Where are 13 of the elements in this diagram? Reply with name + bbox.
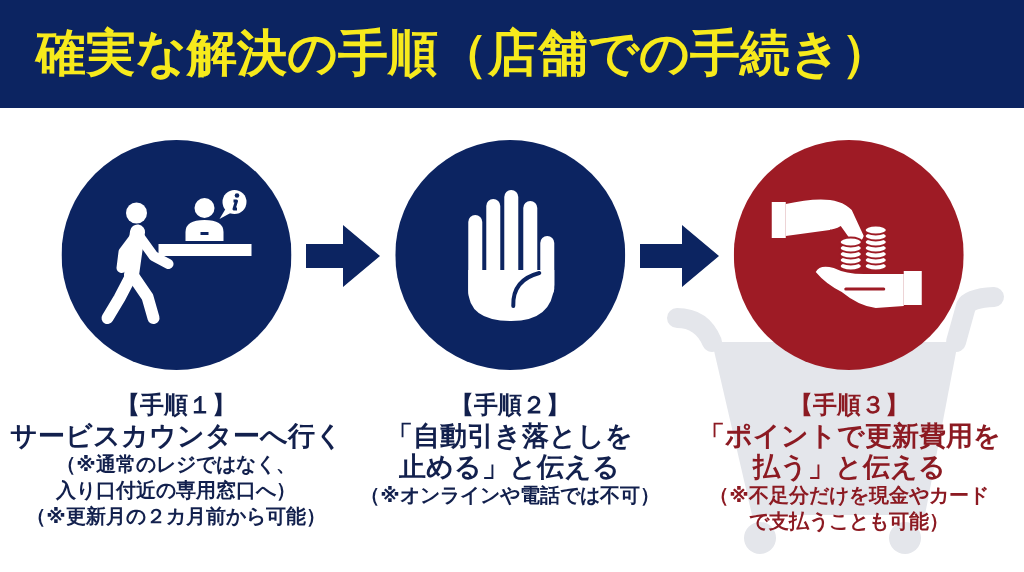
step-title: サービスカウンターへ行く	[9, 420, 343, 451]
step-heading: 【手順３】	[789, 390, 909, 420]
step-heading: 【手順１】	[116, 390, 236, 420]
step-title: 「自動引き落としを止める」と伝える	[385, 420, 635, 482]
step-note: （※不足分だけを現金やカードで支払うことも可能）	[708, 482, 990, 534]
arrow	[306, 225, 380, 287]
arrow	[640, 225, 719, 287]
step-note: （※更新月の２カ月前から可能）	[26, 503, 326, 529]
step-note: （※通常のレジではなく、入り口付近の専用窓口へ）	[55, 451, 297, 503]
step-title: 「ポイントで更新費用を払う」と伝える	[696, 420, 1002, 482]
step-note: （※オンラインや電話では不可）	[360, 482, 660, 508]
step-heading: 【手順２】	[450, 390, 570, 420]
title-banner: 確実な解決の手順（店舗での手続き）	[0, 0, 1024, 108]
